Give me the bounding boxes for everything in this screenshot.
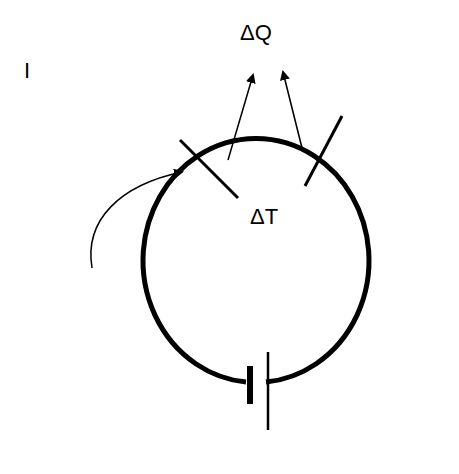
battery-short-plate — [247, 366, 253, 404]
section-mark — [180, 140, 238, 198]
circuit-loop — [143, 138, 369, 382]
current-arrow — [91, 172, 182, 268]
section-mark — [305, 116, 342, 186]
heat-label: ΔQ — [240, 22, 272, 44]
heat-arrow — [283, 72, 302, 148]
heat-arrow — [228, 75, 253, 160]
temperature-label: ΔT — [250, 206, 278, 228]
battery-long-plate — [267, 352, 270, 430]
current-label: I — [24, 60, 30, 82]
